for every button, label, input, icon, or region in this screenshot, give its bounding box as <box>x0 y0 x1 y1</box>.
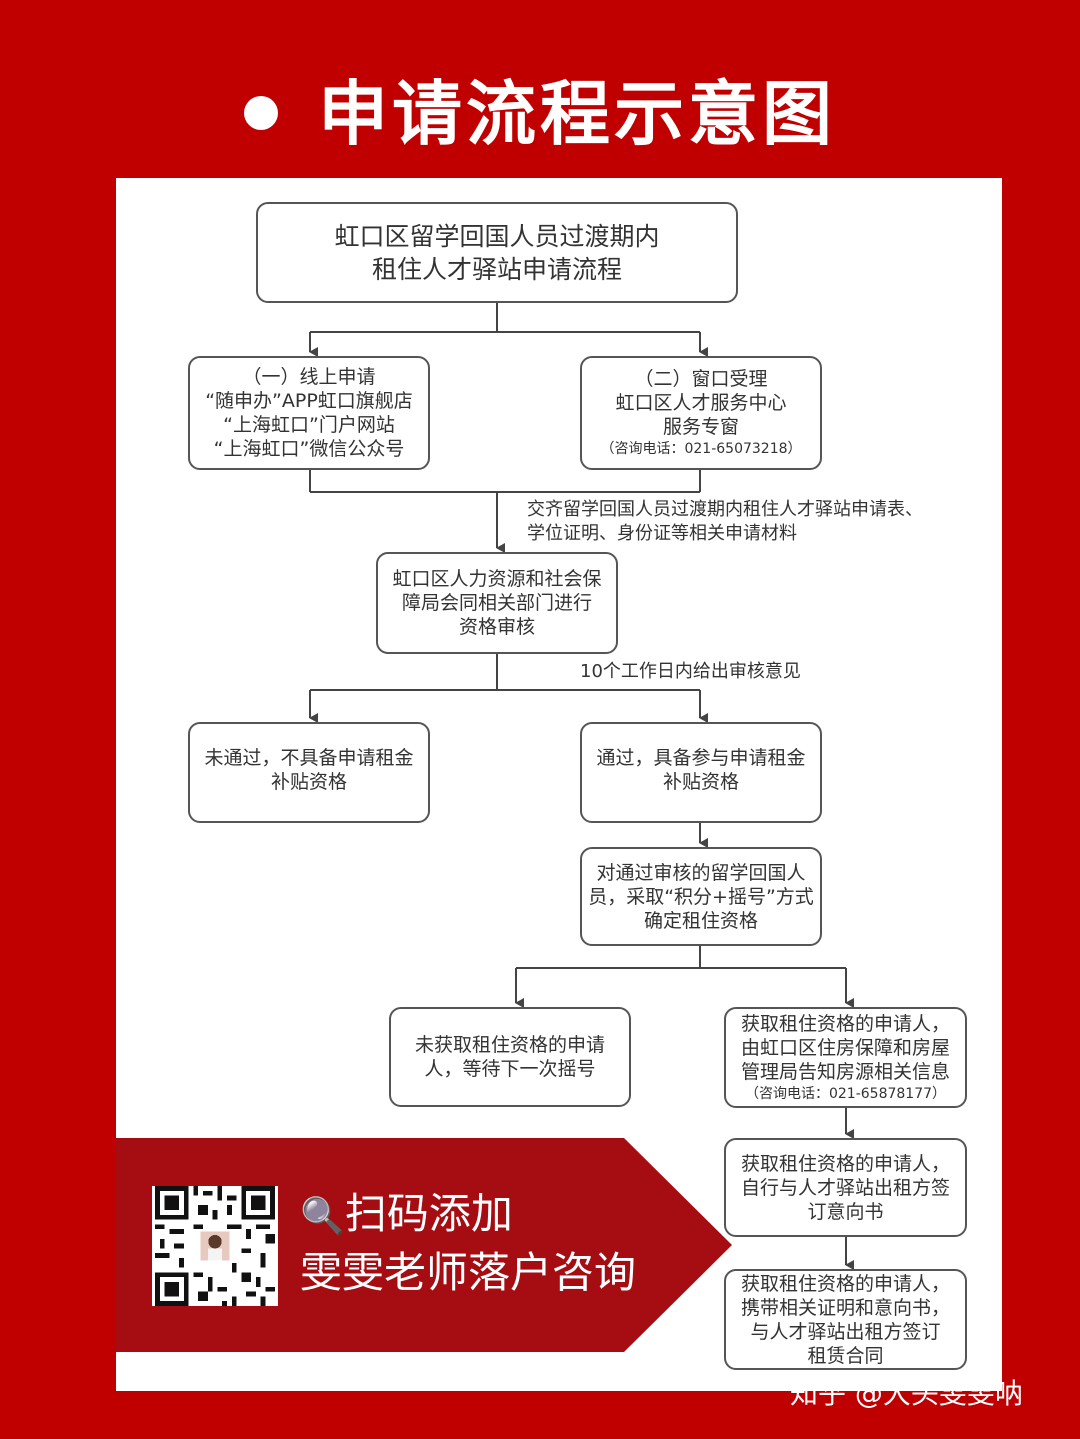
pass-result-box: 通过，具备参与申请租金 补贴资格 <box>580 722 822 823</box>
box-line: 与人才驿站出租方签订 <box>750 1320 941 1343</box>
banner-text: 🔍扫码添加 雯雯老师落户咨询 <box>300 1186 636 1301</box>
box-phone: （咨询电话：021-65878177） <box>744 1085 947 1102</box>
cta-line-1-text: 扫码添加 <box>344 1189 513 1238</box>
page-title: 申请流程示意图 <box>0 58 1080 159</box>
box-line: 员，采取“积分+摇号”方式 <box>588 885 814 908</box>
flow-title-box: 虹口区留学回国人员过渡期内 租住人才驿站申请流程 <box>256 202 738 303</box>
box-line: “随申办”APP虹口旗舰店 <box>205 390 413 412</box>
box-line: 租赁合同 <box>807 1344 884 1367</box>
box-line: 获取租住资格的申请人， <box>740 1152 950 1175</box>
qr-code[interactable] <box>152 1186 278 1306</box>
box-line: 由虹口区住房保障和房屋 <box>740 1036 950 1059</box>
title-text: 申请流程示意图 <box>318 73 836 155</box>
box-line: 虹口区人力资源和社会保 <box>392 568 602 590</box>
magnifier-icon: 🔍 <box>300 1196 345 1237</box>
wait-next-lottery-box: 未获取租住资格的申请 人，等待下一次摇号 <box>389 1007 631 1107</box>
box-line: “上海虹口”门户网站 <box>223 414 395 436</box>
box-line: 资格审核 <box>458 616 535 638</box>
box-line: 未获取租住资格的申请 <box>414 1034 605 1056</box>
note-line: 学位证明、身份证等相关申请材料 <box>527 523 797 544</box>
box-phone: （咨询电话：021-65073218） <box>600 441 802 457</box>
box-line: 对通过审核的留学回国人 <box>596 861 806 884</box>
bullet-dot <box>244 95 278 130</box>
note-line: 交齐留学回国人员过渡期内租住人才驿站申请表、 <box>527 499 923 520</box>
box-line: （二）窗口受理 <box>634 368 768 390</box>
fail-result-box: 未通过，不具备申请租金 补贴资格 <box>188 722 430 823</box>
box-line: 订意向书 <box>807 1200 884 1223</box>
box-line: 障局会同相关部门进行 <box>401 592 592 614</box>
box-line: 通过，具备参与申请租金 <box>596 747 806 769</box>
box-line: 服务专窗 <box>662 416 739 438</box>
points-lottery-box: 对通过审核的留学回国人 员，采取“积分+摇号”方式 确定租住资格 <box>580 847 822 946</box>
window-apply-box: （二）窗口受理 虹口区人才服务中心 服务专窗 （咨询电话：021-6507321… <box>580 356 822 470</box>
review-days-note: 10个工作日内给出审核意见 <box>580 661 801 682</box>
box-line: 管理局告知房源相关信息 <box>740 1060 950 1083</box>
box-line: （一）线上申请 <box>242 366 376 388</box>
box-line: 人，等待下一次摇号 <box>424 1058 596 1080</box>
intent-letter-box: 获取租住资格的申请人， 自行与人才驿站出租方签 订意向书 <box>724 1138 967 1237</box>
box-line: 携带相关证明和意向书， <box>740 1296 950 1319</box>
cta-line-2: 雯雯老师落户咨询 <box>300 1248 637 1297</box>
box-line: 租住人才驿站申请流程 <box>371 254 622 284</box>
housing-info-box: 获取租住资格的申请人， 由虹口区住房保障和房屋 管理局告知房源相关信息 （咨询电… <box>724 1007 967 1108</box>
box-line: 确定租住资格 <box>643 909 758 932</box>
online-apply-box: （一）线上申请 “随申办”APP虹口旗舰店 “上海虹口”门户网站 “上海虹口”微… <box>188 356 430 470</box>
box-line: 未通过，不具备申请租金 <box>204 747 414 769</box>
watermark: 知乎 @大头雯雯呐 <box>790 1377 1023 1410</box>
box-line: 补贴资格 <box>270 771 347 793</box>
box-line: “上海虹口”微信公众号 <box>213 438 405 460</box>
cta-line-1: 🔍扫码添加 <box>300 1186 636 1245</box>
box-line: 获取租住资格的申请人， <box>740 1012 950 1035</box>
box-line: 补贴资格 <box>662 771 739 793</box>
box-line: 获取租住资格的申请人， <box>740 1272 950 1295</box>
lease-contract-box: 获取租住资格的申请人， 携带相关证明和意向书， 与人才驿站出租方签订 租赁合同 <box>724 1269 967 1370</box>
submit-materials-note: 交齐留学回国人员过渡期内租住人才驿站申请表、 学位证明、身份证等相关申请材料 <box>527 498 987 546</box>
qualification-review-box: 虹口区人力资源和社会保 障局会同相关部门进行 资格审核 <box>376 552 618 654</box>
box-line: 虹口区人才服务中心 <box>615 392 787 414</box>
box-line: 虹口区留学回国人员过渡期内 <box>334 221 660 251</box>
box-line: 自行与人才驿站出租方签 <box>740 1176 950 1199</box>
